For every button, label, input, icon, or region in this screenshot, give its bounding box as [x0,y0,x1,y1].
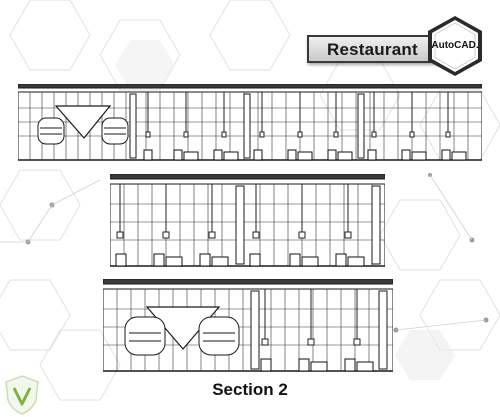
title-text: Restaurant [327,40,418,59]
title-banner: Restaurant [307,35,442,63]
section-caption: Section 2 [212,380,288,399]
autocad-badge-text: AutoCAD. [431,40,479,51]
elevation-drawing-1 [18,84,482,161]
elevation-drawing-3 [103,279,393,372]
shield-logo-icon [5,375,39,415]
autocad-hexagon-icon [428,16,482,76]
elevation-drawing-2 [110,174,385,267]
